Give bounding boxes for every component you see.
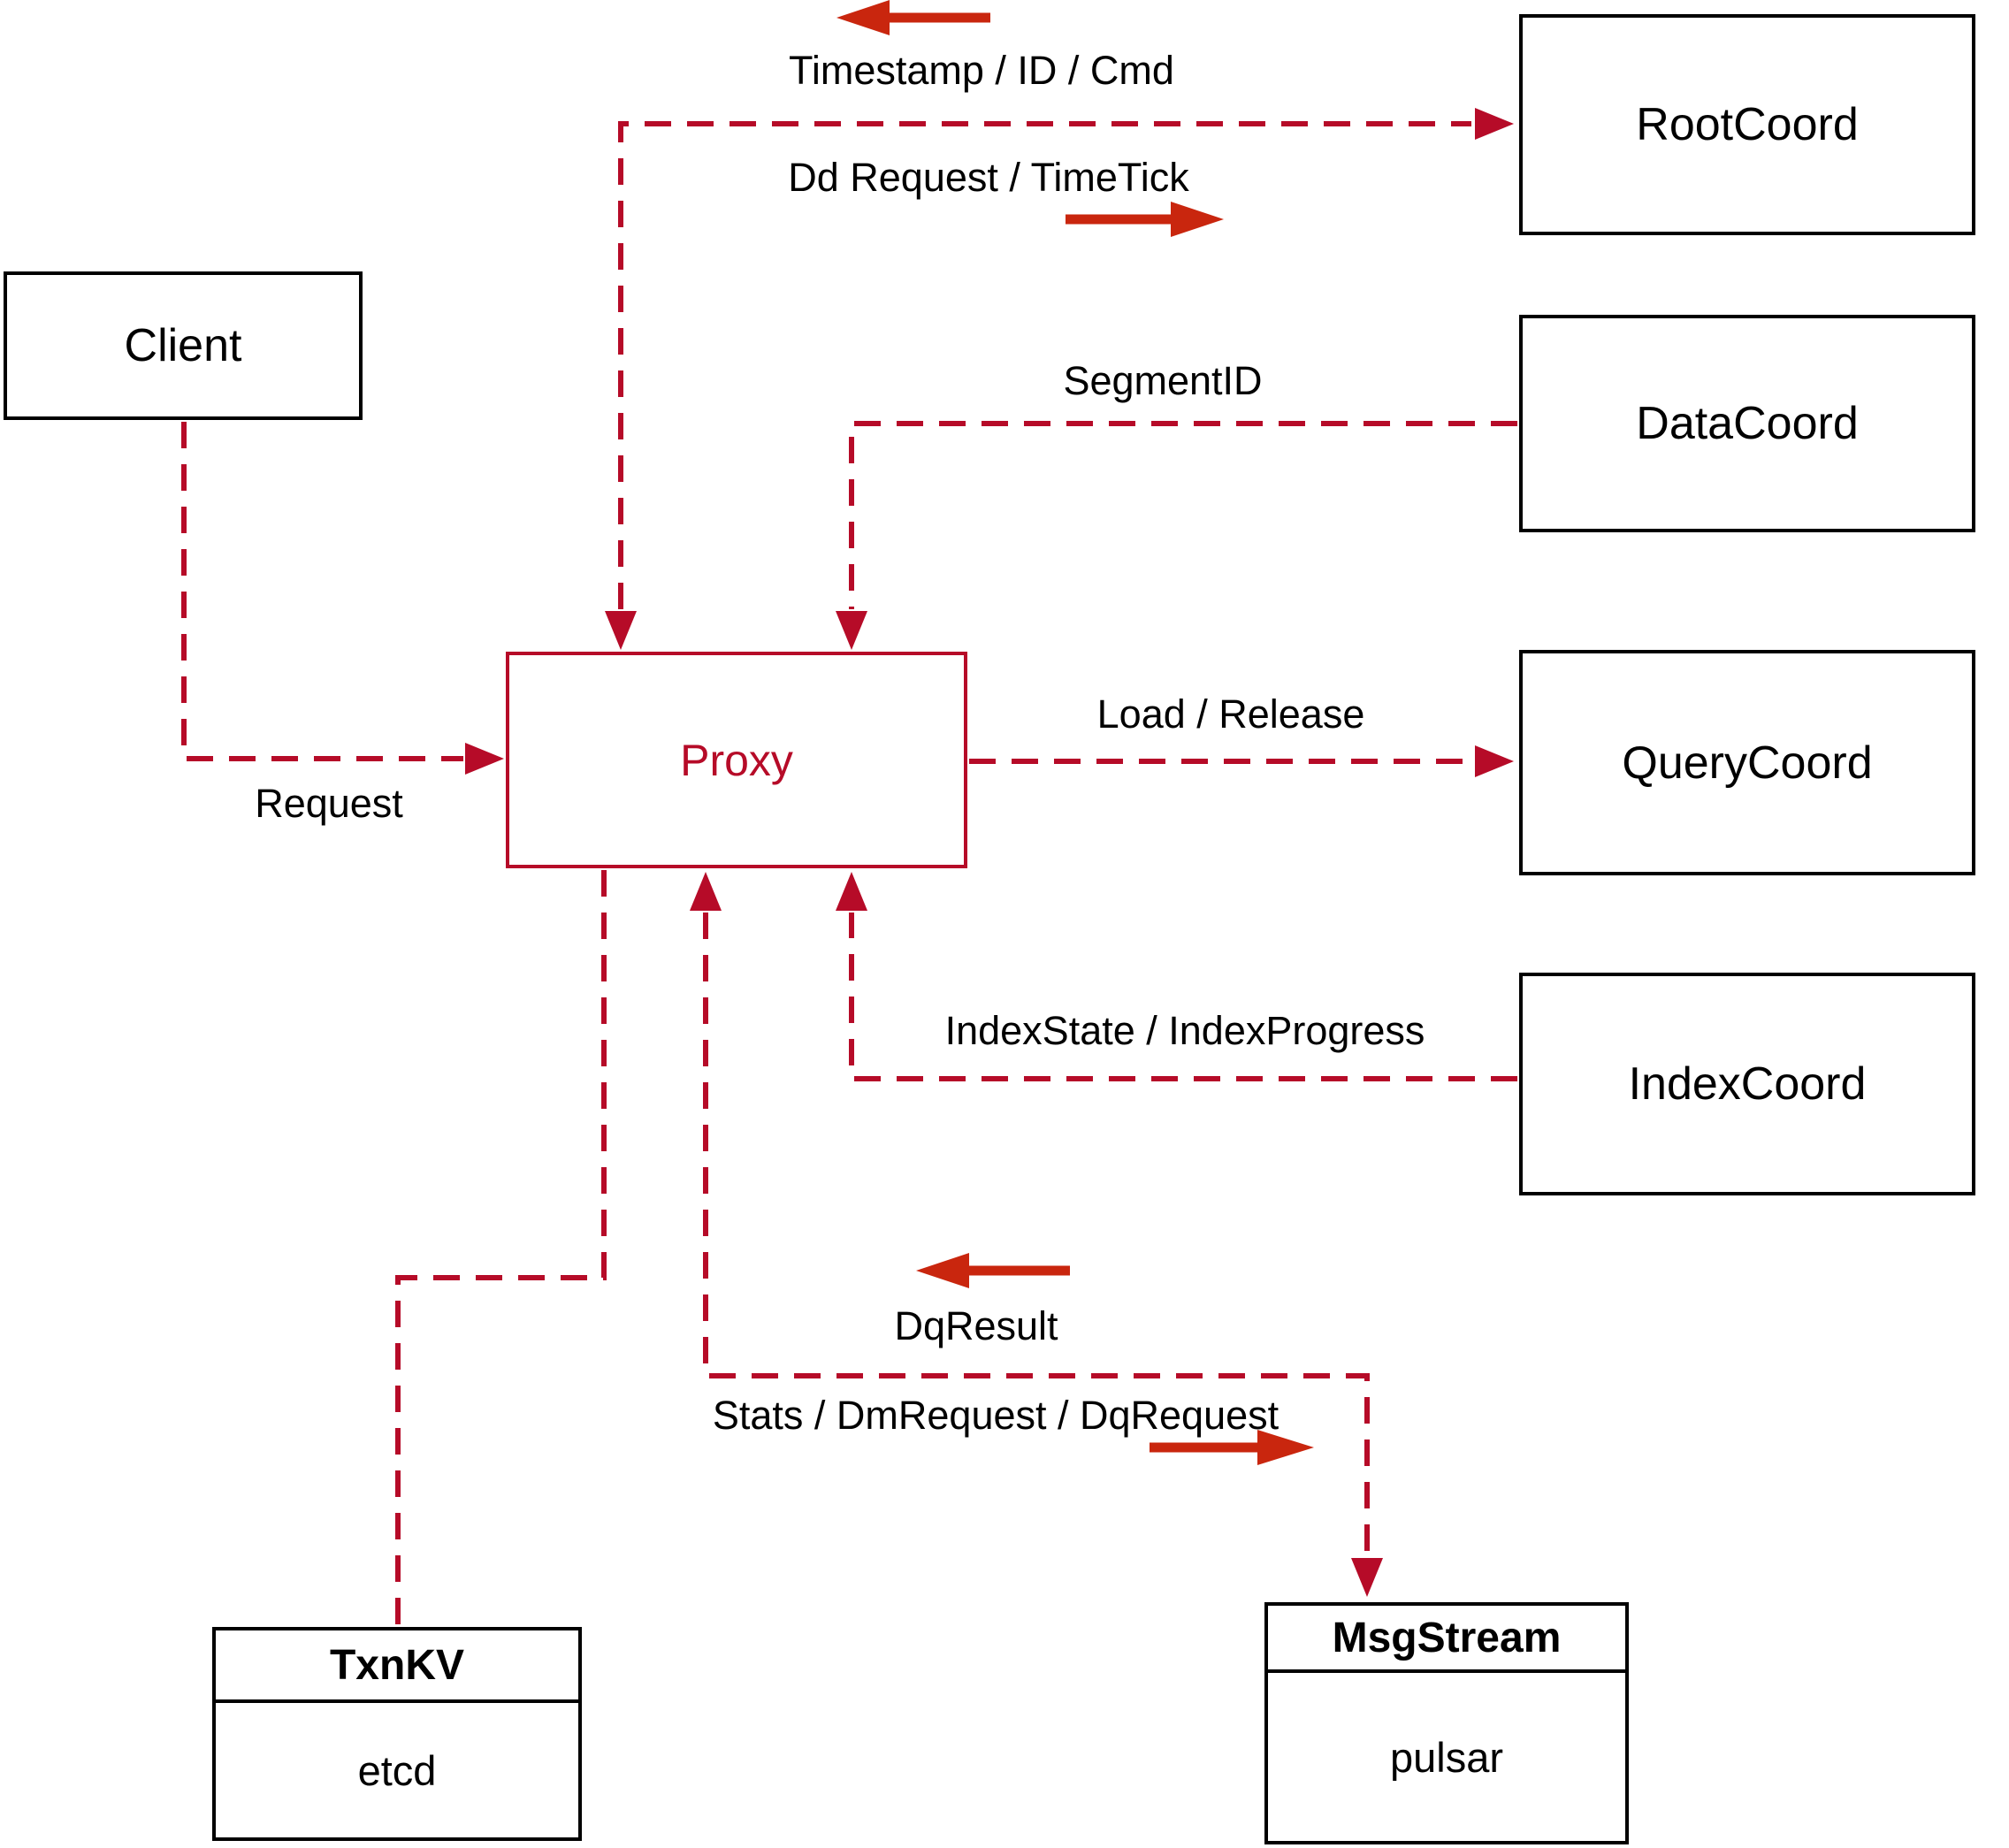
node-client: Client xyxy=(4,271,363,420)
right-arrow-icon-stats xyxy=(1150,1430,1314,1465)
node-msgstream-title: MsgStream xyxy=(1268,1606,1625,1673)
node-querycoord: QueryCoord xyxy=(1519,650,1975,875)
edge-proxy-rootcoord xyxy=(618,121,1471,609)
node-msgstream-title-label: MsgStream xyxy=(1332,1614,1562,1661)
edge-label-request: Request xyxy=(255,781,403,826)
arrowhead-datacoord-into-proxy-top xyxy=(836,611,867,650)
edge-label-timestamp-id-cmd: Timestamp / ID / Cmd xyxy=(789,48,1174,93)
arrowhead-into-proxy-left xyxy=(465,743,504,775)
edge-indexcoord-proxy xyxy=(849,913,1517,1081)
node-client-label: Client xyxy=(124,320,242,371)
node-msgstream-body: pulsar xyxy=(1268,1673,1625,1841)
right-arrow-icon-dd-request xyxy=(1066,202,1224,237)
node-rootcoord: RootCoord xyxy=(1519,14,1975,235)
node-querycoord-label: QueryCoord xyxy=(1622,737,1873,789)
node-msgstream-body-label: pulsar xyxy=(1389,1733,1503,1781)
edge-label-segmentid: SegmentID xyxy=(1063,358,1263,403)
node-rootcoord-label: RootCoord xyxy=(1636,99,1859,150)
node-txnkv: TxnKV etcd xyxy=(212,1627,582,1841)
edge-label-stats-dmrequest-dqrequest: Stats / DmRequest / DqRequest xyxy=(712,1393,1279,1438)
edge-proxy-msgstream xyxy=(703,913,1370,1556)
arrowhead-msgstream-into-proxy-bottom xyxy=(690,872,722,911)
node-datacoord: DataCoord xyxy=(1519,315,1975,532)
arrowhead-into-rootcoord xyxy=(1475,108,1514,140)
left-arrow-icon-timestamp xyxy=(836,0,990,35)
node-indexcoord: IndexCoord xyxy=(1519,973,1975,1195)
edge-client-proxy xyxy=(181,422,463,761)
arrowhead-into-msgstream xyxy=(1351,1558,1383,1597)
edge-label-dd-request-timetick: Dd Request / TimeTick xyxy=(788,155,1189,200)
node-datacoord-label: DataCoord xyxy=(1636,398,1859,449)
edge-proxy-txnkv xyxy=(395,870,607,1625)
node-txnkv-title-label: TxnKV xyxy=(329,1641,464,1689)
node-proxy: Proxy xyxy=(506,652,967,868)
node-txnkv-body-label: etcd xyxy=(357,1746,437,1794)
arrowhead-rootcoord-into-proxy-top xyxy=(605,611,637,650)
node-msgstream: MsgStream pulsar xyxy=(1264,1602,1629,1844)
edge-label-load-release: Load / Release xyxy=(1096,691,1365,737)
arrowhead-indexcoord-into-proxy-bottom xyxy=(836,872,867,911)
arrowhead-into-querycoord xyxy=(1475,745,1514,777)
node-txnkv-body: etcd xyxy=(216,1703,578,1837)
edge-datacoord-proxy xyxy=(849,421,1517,609)
edge-label-dqresult: DqResult xyxy=(894,1303,1058,1348)
node-txnkv-title: TxnKV xyxy=(216,1630,578,1703)
node-indexcoord-label: IndexCoord xyxy=(1628,1058,1867,1110)
left-arrow-icon-dqresult xyxy=(916,1253,1070,1288)
edge-label-indexstate-indexprogress: IndexState / IndexProgress xyxy=(944,1008,1425,1053)
node-proxy-label: Proxy xyxy=(680,735,793,785)
